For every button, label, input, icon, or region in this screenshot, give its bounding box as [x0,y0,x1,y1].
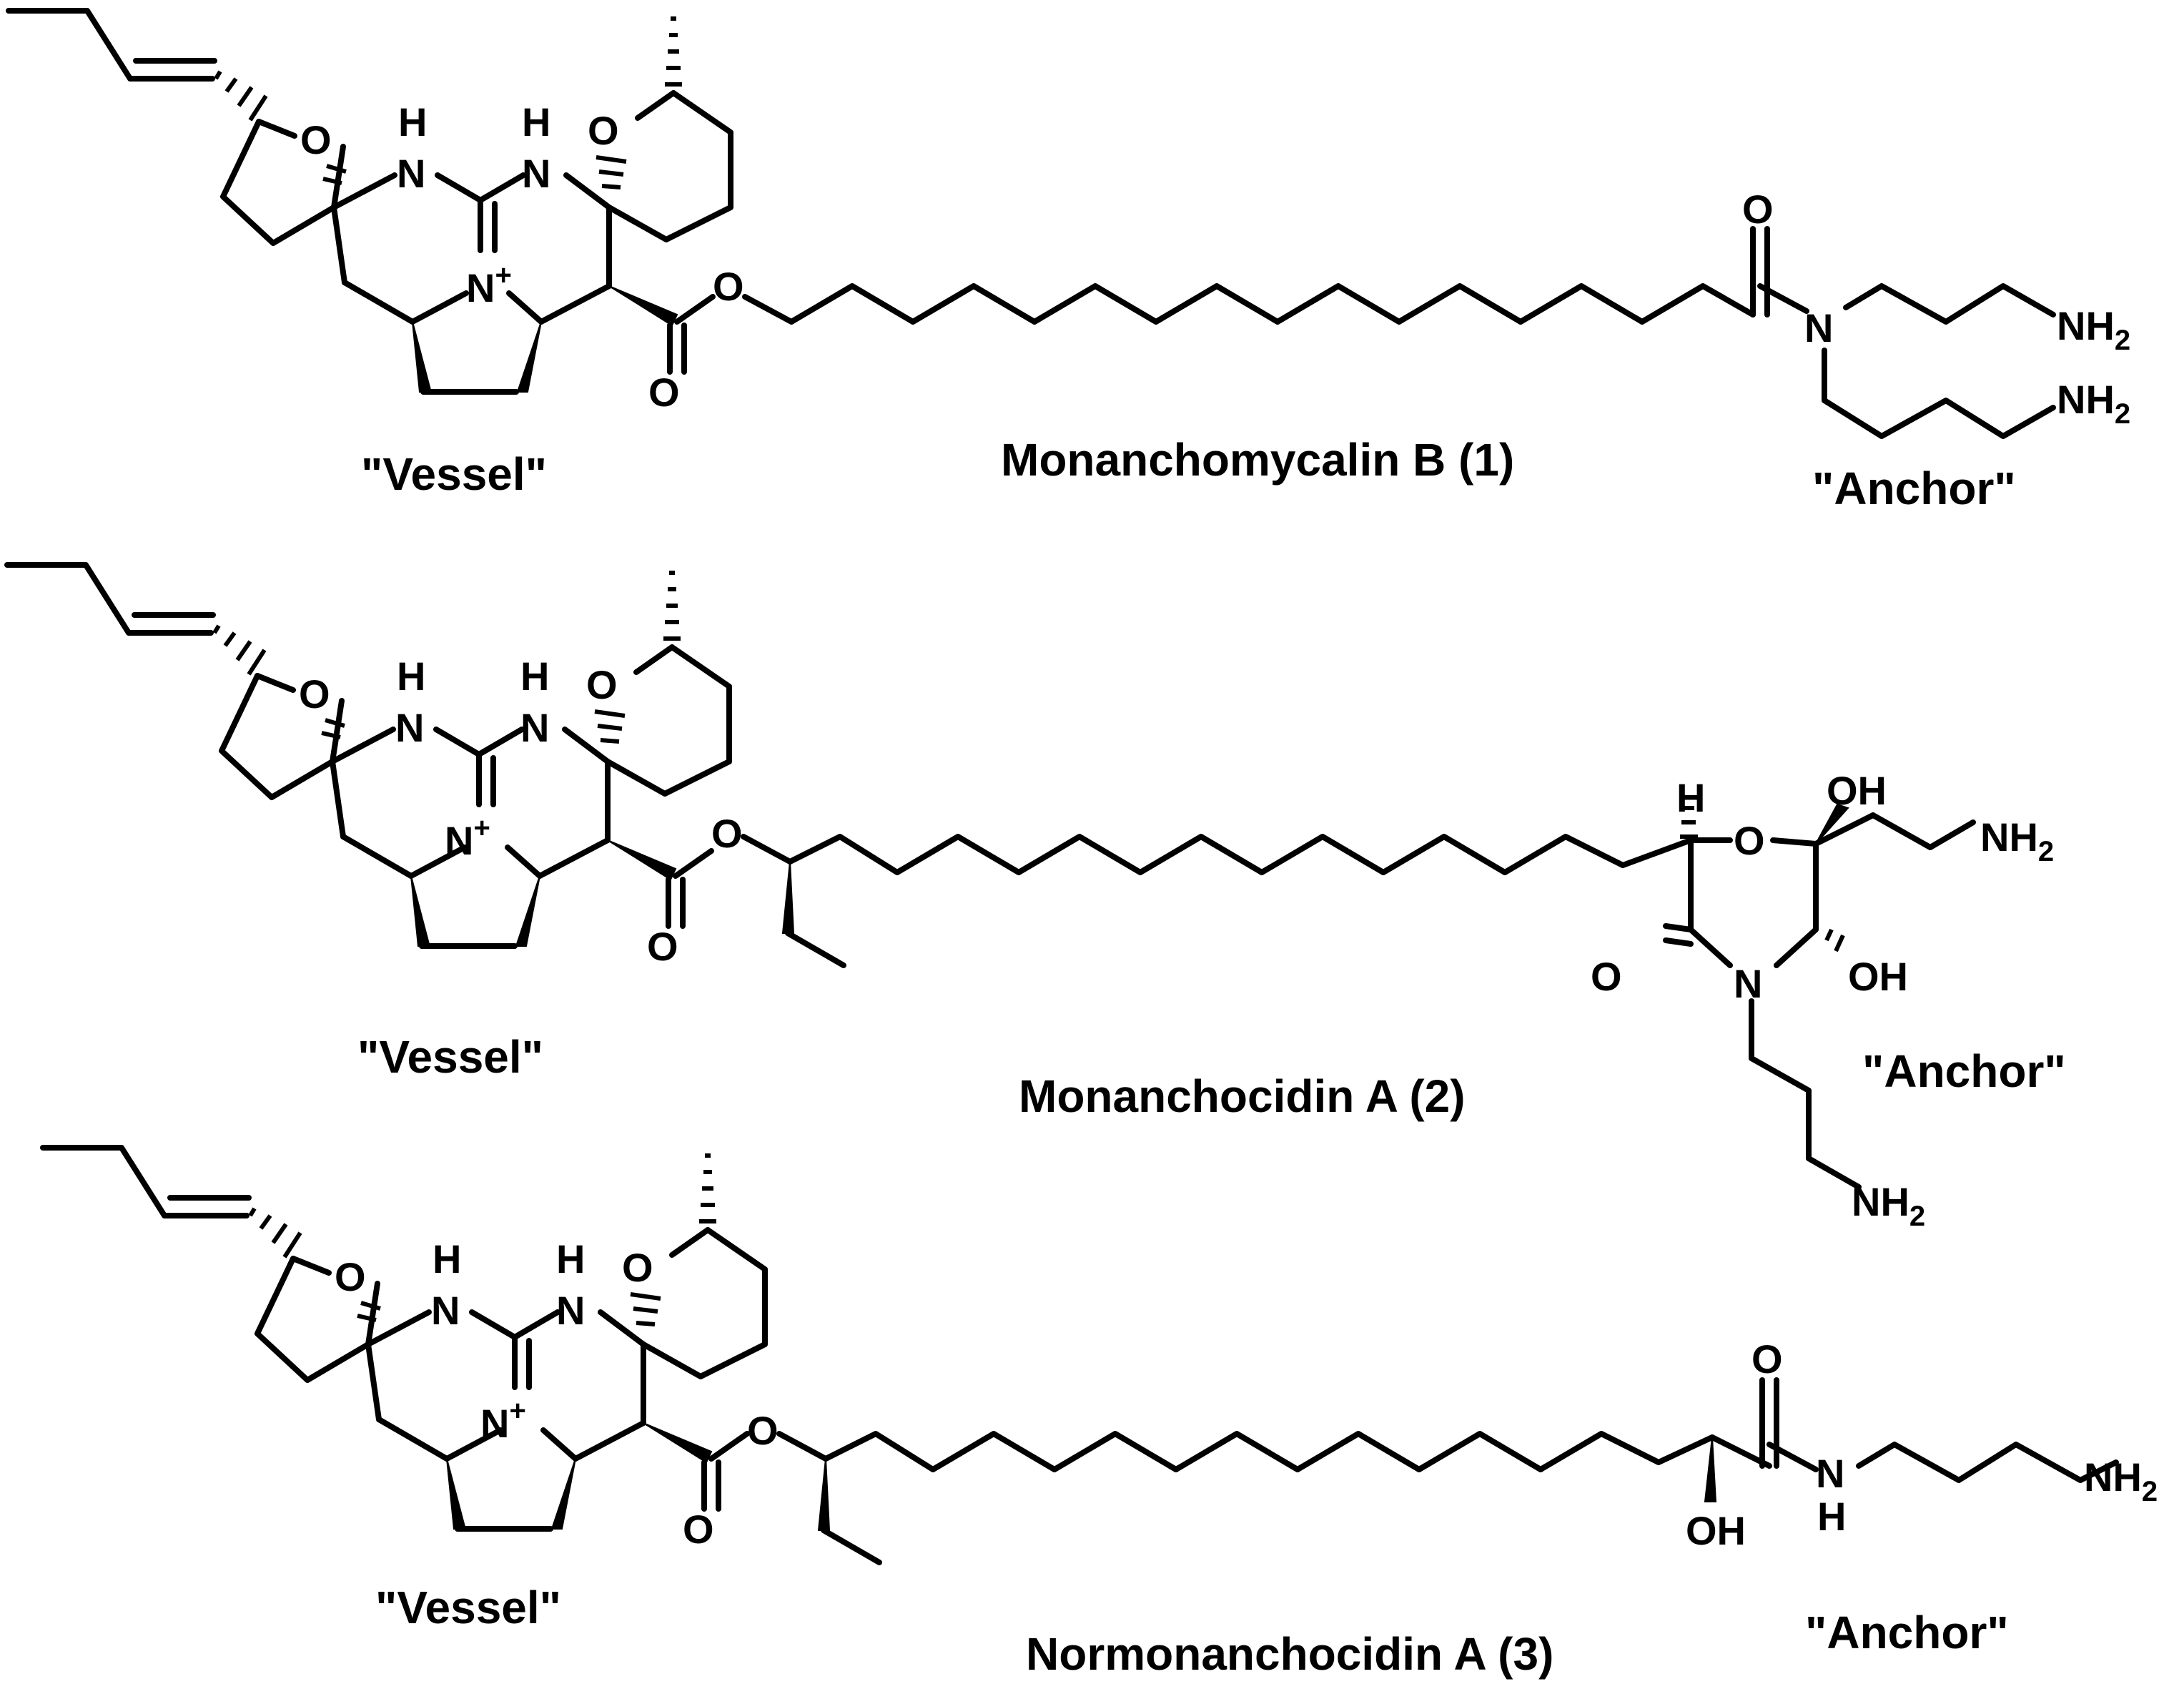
compound-3-structure: O H N H N N+ O O O O OH N H NH2 [43,1148,2158,1565]
amide-nitrogen: N [1804,305,1833,350]
carbonyl-oxygen: O [647,924,678,969]
ester-oxygen: O [713,264,744,309]
amide-oxygen: O [1742,187,1774,232]
anchor-label-3: "Anchor" [1805,1607,2009,1658]
compound-name-2: Monanchocidin A (2) [1019,1070,1466,1122]
compound-2-structure: O H N H N N+ O O O [7,565,1626,969]
amide-oxygen: O [1751,1336,1783,1382]
nh-nitrogen-right: N [522,151,550,196]
nh-nitrogen-left: N [395,705,424,750]
vessel-label-3: "Vessel" [375,1582,561,1633]
morpholine-h: H [1676,775,1705,820]
compound-2-anchor: H O OH NH2 O N OH NH2 [1591,768,2054,1232]
thp-oxygen: O [588,108,619,153]
guanidinium-nitrogen: N+ [466,260,512,310]
nh-hydrogen-right: H [520,654,549,699]
hydroxyl: OH [1686,1508,1746,1553]
lactam-nitrogen: N [1734,961,1762,1006]
guanidinium-nitrogen: N+ [445,812,490,863]
hydroxyl-top: OH [1827,768,1887,813]
amine-propyl: NH2 [1852,1179,1925,1232]
vessel-label-1: "Vessel" [361,448,547,500]
terminal-amine: NH2 [2084,1454,2158,1507]
nh-hydrogen-left: H [397,654,425,699]
compound-name-1: Monanchomycalin B (1) [1001,434,1514,486]
amine-bottom: NH2 [2057,377,2130,430]
lactam-oxygen: O [1591,954,1622,999]
compound-name-3: Normonanchocidin A (3) [1026,1628,1553,1680]
amine-top: NH2 [2057,303,2130,356]
nh-nitrogen-left: N [397,151,425,196]
compound-1-structure: O H N H N N+ O O O O N NH2 NH2 [9,11,2130,439]
carbonyl-oxygen: O [648,370,680,415]
amine-side: NH2 [1980,814,2054,867]
vessel-label-2: "Vessel" [357,1031,543,1083]
anchor-label-2: "Anchor" [1862,1045,2066,1097]
ester-oxygen: O [711,811,743,856]
carbonyl-oxygen: O [683,1507,714,1552]
nh-nitrogen-right: N [556,1288,585,1333]
hydroxyl-bottom: OH [1848,954,1908,999]
thp-oxygen: O [622,1245,653,1290]
nh-hydrogen-right: H [522,99,550,144]
nh-nitrogen-left: N [431,1288,460,1333]
nh-nitrogen-right: N [520,705,549,750]
thf-oxygen: O [335,1254,366,1299]
nh-hydrogen-left: H [398,99,427,144]
thf-oxygen: O [299,671,330,717]
ester-oxygen: O [747,1408,779,1453]
nh-hydrogen-left: H [433,1236,461,1281]
nh-hydrogen-right: H [556,1236,585,1281]
thf-oxygen: O [300,117,332,162]
amide-nh-hydrogen: H [1817,1494,1846,1539]
thp-oxygen: O [586,662,618,707]
anchor-label-1: "Anchor" [1812,463,2016,514]
guanidinium-nitrogen: N+ [480,1395,526,1446]
morpholine-oxygen: O [1734,818,1765,863]
amide-nh: N [1816,1451,1844,1496]
